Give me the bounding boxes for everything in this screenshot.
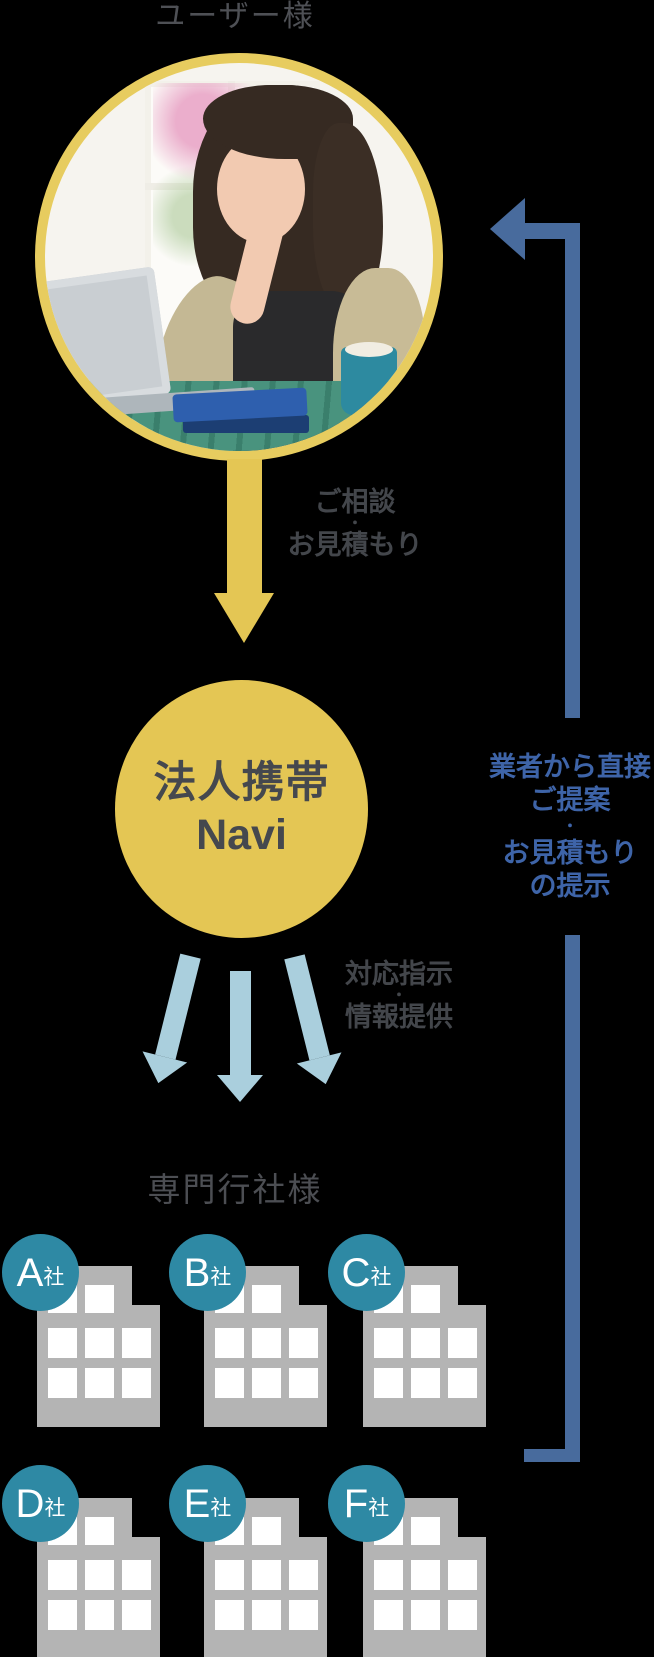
direct-dot: ・ [562,818,578,835]
return-arrow-vertical-upper [565,223,580,718]
direct-line-3: お見積もり [502,838,638,868]
consult-line-2: お見積もり [287,530,423,560]
company-letter: D [15,1481,45,1526]
company-suffix: 社 [43,1266,65,1289]
fan-arrow-head [296,1052,349,1090]
direct-line-2: ご提案 [529,785,611,815]
navi-title-jp: 法人携帯 [153,759,330,807]
companies-heading: 専門行社様 [147,1171,323,1208]
company-suffix: 社 [210,1266,232,1289]
company-letter: E [183,1481,211,1526]
fan-arrow-stem [283,954,330,1061]
company-letter: A [16,1250,44,1295]
company-suffix: 社 [44,1497,66,1520]
down-arrow-icon [227,459,262,593]
direct-line-4: の提示 [529,871,611,901]
instruct-line-2: 情報提供 [345,1002,453,1032]
user-photo-circle [35,53,443,461]
consult-line-1: ご相談 [314,487,396,517]
consult-dot: ・ [347,515,363,532]
return-arrow-head-icon [490,198,525,260]
company-letter: F [343,1481,369,1526]
return-arrow-vertical-lower [565,935,580,1462]
navi-title-en: Navi [196,811,287,859]
instruct-line-1: 対応指示 [345,959,453,989]
photo-mug [341,347,397,415]
company-suffix: 社 [370,1266,392,1289]
fan-arrow-left-icon [135,950,212,1089]
company-letter: C [341,1250,371,1295]
return-arrow-foot [524,1449,580,1462]
photo-mug-milk [345,342,393,357]
user-heading: ユーザー様 [155,0,315,33]
instruct-dot: ・ [391,987,407,1004]
direct-proposal-label: 業者から直接 ご提案 ・ お見積もり の提示 [484,751,654,903]
company-suffix: 社 [210,1497,232,1520]
fan-arrow-head [217,1075,263,1102]
fan-arrow-middle-icon [217,971,263,1102]
company-suffix: 社 [368,1497,390,1520]
photo-laptop [45,266,172,412]
company-letter: B [183,1250,211,1295]
fan-arrow-stem [229,971,251,1075]
consult-label: ご相談 ・ お見積もり [283,487,427,561]
instruct-label: 対応指示 ・ 情報提供 [327,959,471,1033]
down-arrow-head-icon [214,593,274,643]
fan-arrow-stem [154,953,201,1060]
fan-arrow-head [135,1051,188,1089]
navi-circle: 法人携帯 Navi [115,680,368,938]
direct-line-1: 業者から直接 [489,752,651,782]
